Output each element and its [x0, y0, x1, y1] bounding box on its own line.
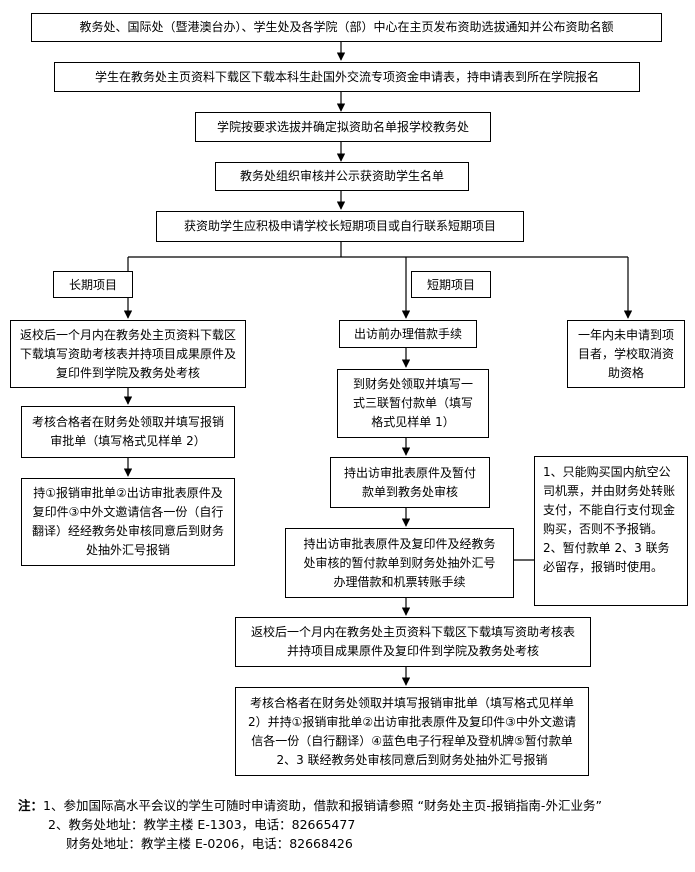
long-step-reimburse: 持①报销审批单②出访审批表原件及复印件③中外文邀请信各一份（自行翻译）经经教务处…	[21, 478, 235, 566]
step-college-select: 学院按要求选拔并确定拟资助名单报学校教务处	[195, 112, 491, 142]
short-step-advance-form: 到财务处领取并填写一式三联暂付款单（填写格式见样单 1）	[337, 369, 489, 438]
footer-notes: 注：1、参加国际高水平会议的学生可随时申请资助，借款和报销请参照 “财务处主页-…	[18, 796, 688, 853]
short-step-borrow: 出访前办理借款手续	[339, 320, 477, 348]
note-row-1: 注：1、参加国际高水平会议的学生可随时申请资助，借款和报销请参照 “财务处主页-…	[18, 796, 688, 815]
label-short-term: 短期项目	[411, 271, 491, 298]
note-finance-office-address: 财务处地址：教学主楼 E-0206，电话：82668426	[66, 836, 353, 851]
ticket-note-1: 1、只能购买国内航空公司机票，并由财务处转账支付，不能自行支付现金购买，否则不予…	[543, 465, 676, 536]
note-prefix: 注：	[18, 798, 44, 813]
ticket-note-2: 2、暂付款单 2、3 联务必留存，报销时使用。	[543, 541, 670, 574]
note-conference: 1、参加国际高水平会议的学生可随时申请资助，借款和报销请参照 “财务处主页-报销…	[43, 798, 602, 813]
short-step-reimburse: 考核合格者在财务处领取并填写报销审批单（填写格式见样单 2）并持①报销审批单②出…	[235, 687, 589, 776]
note-row-3: 财务处地址：教学主楼 E-0206，电话：82668426	[18, 834, 688, 853]
long-step-reimburse-form: 考核合格者在财务处领取并填写报销审批单（填写格式见样单 2）	[21, 406, 235, 458]
step-publish-notice: 教务处、国际处（暨港澳台办）、学生处及各学院（部）中心在主页发布资助选拔通知并公…	[31, 13, 662, 42]
step-apply-project: 获资助学生应积极申请学校长短期项目或自行联系短期项目	[156, 211, 524, 242]
short-step-approval-review: 持出访审批表原件及暂付款单到教务处审核	[330, 457, 490, 508]
short-step-assessment: 返校后一个月内在教务处主页资料下载区下载填写资助考核表并持项目成果原件及复印件到…	[235, 617, 591, 667]
step-review-publicize: 教务处组织审核并公示获资助学生名单	[215, 162, 469, 191]
step-download-application: 学生在教务处主页资料下载区下载本科生赴国外交流专项资金申请表，持申请表到所在学院…	[54, 62, 640, 92]
short-step-ticket-transfer: 持出访审批表原件及复印件及经教务处审核的暂付款单到财务处抽外汇号办理借款和机票转…	[285, 528, 514, 598]
long-step-assessment: 返校后一个月内在教务处主页资料下载区下载填写资助考核表并持项目成果原件及复印件到…	[10, 320, 246, 388]
note-academic-office-address: 2、教务处地址：教学主楼 E-1303，电话：82665477	[48, 817, 356, 832]
label-long-term: 长期项目	[53, 271, 133, 298]
ticket-note: 1、只能购买国内航空公司机票，并由财务处转账支付，不能自行支付现金购买，否则不予…	[534, 456, 688, 606]
cancel-funding: 一年内未申请到项目者，学校取消资助资格	[567, 320, 685, 388]
note-row-2: 2、教务处地址：教学主楼 E-1303，电话：82665477	[18, 815, 688, 834]
flowchart-connectors	[123, 42, 633, 686]
